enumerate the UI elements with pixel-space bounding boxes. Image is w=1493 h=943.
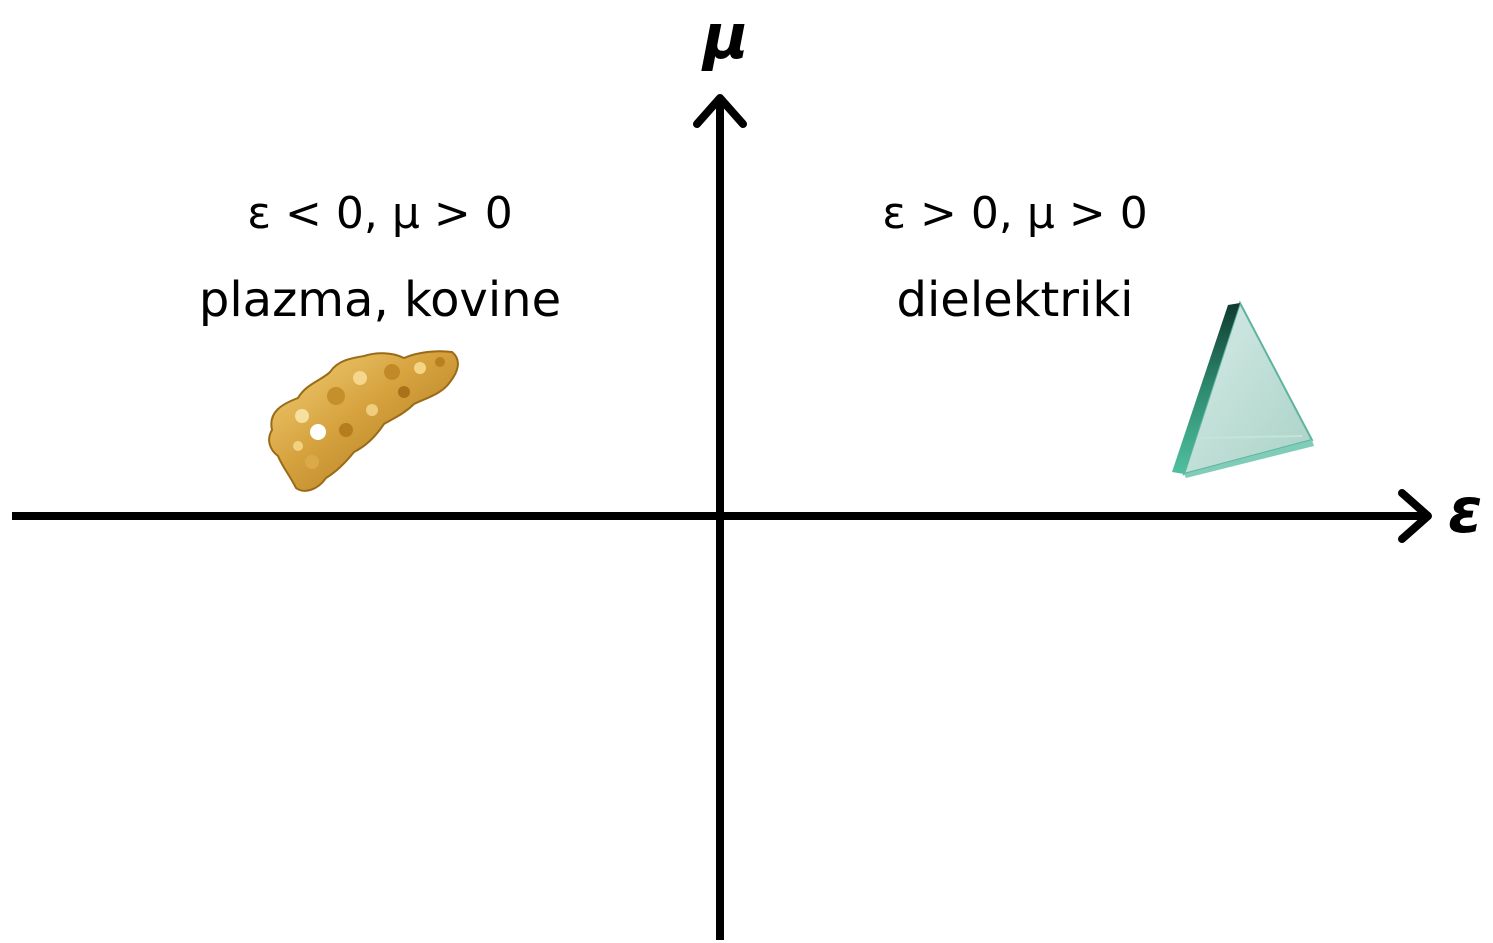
glass-prism-icon <box>1172 303 1314 478</box>
quadrant-upper-right: ε > 0, μ > 0 dielektriki <box>815 192 1215 324</box>
epsilon-axis-label: ε <box>1448 480 1483 542</box>
quadrant-condition: ε > 0, μ > 0 <box>815 192 1215 240</box>
quadrant-material: dielektriki <box>815 276 1215 324</box>
quadrant-upper-left: ε < 0, μ > 0 plazma, kovine <box>180 192 580 324</box>
mu-axis-label: μ <box>703 6 749 68</box>
gold-nugget-icon <box>269 351 458 491</box>
quadrant-material: plazma, kovine <box>180 276 580 324</box>
quadrant-condition: ε < 0, μ > 0 <box>180 192 580 240</box>
